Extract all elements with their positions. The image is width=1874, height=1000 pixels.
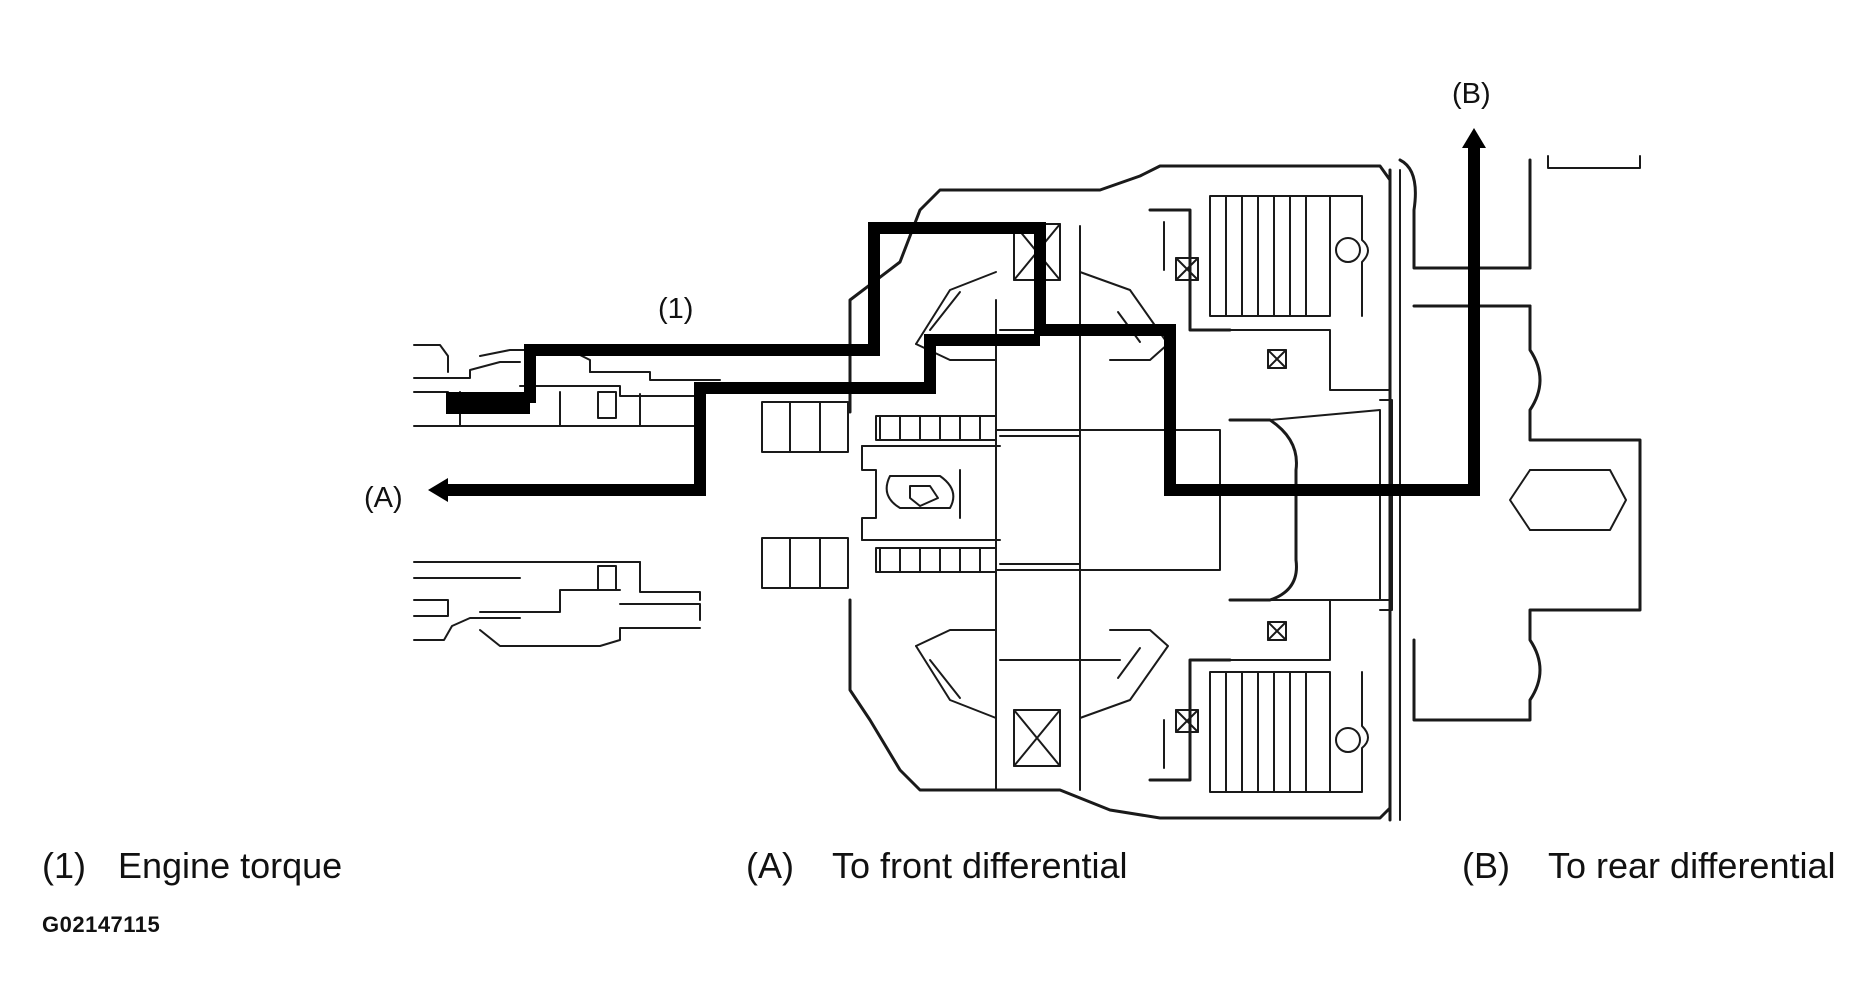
rear-differential-callout: (B) (1452, 78, 1491, 110)
rear-case (1398, 155, 1642, 722)
engine-torque-callout: (1) (658, 293, 694, 325)
legend-key-engine-torque: (1) (42, 845, 86, 886)
rear-arrow-head (1462, 128, 1486, 148)
clutch-pack (1148, 195, 1391, 793)
front-output-shaft (761, 401, 1001, 589)
input-shaft-lower (413, 561, 701, 647)
legend-text-front: To front differential (832, 845, 1128, 886)
legend-key-rear: (B) (1462, 845, 1510, 886)
figure-code: G02147115 (42, 912, 161, 937)
legend-text-engine-torque: Engine torque (118, 845, 343, 886)
engine-torque-path (440, 144, 1480, 496)
legend-key-front: (A) (746, 845, 794, 886)
front-arrow-head (428, 478, 448, 502)
input-torque-block (446, 392, 530, 414)
legend-text-rear: To rear differential (1548, 845, 1836, 886)
front-differential-callout: (A) (364, 482, 403, 514)
